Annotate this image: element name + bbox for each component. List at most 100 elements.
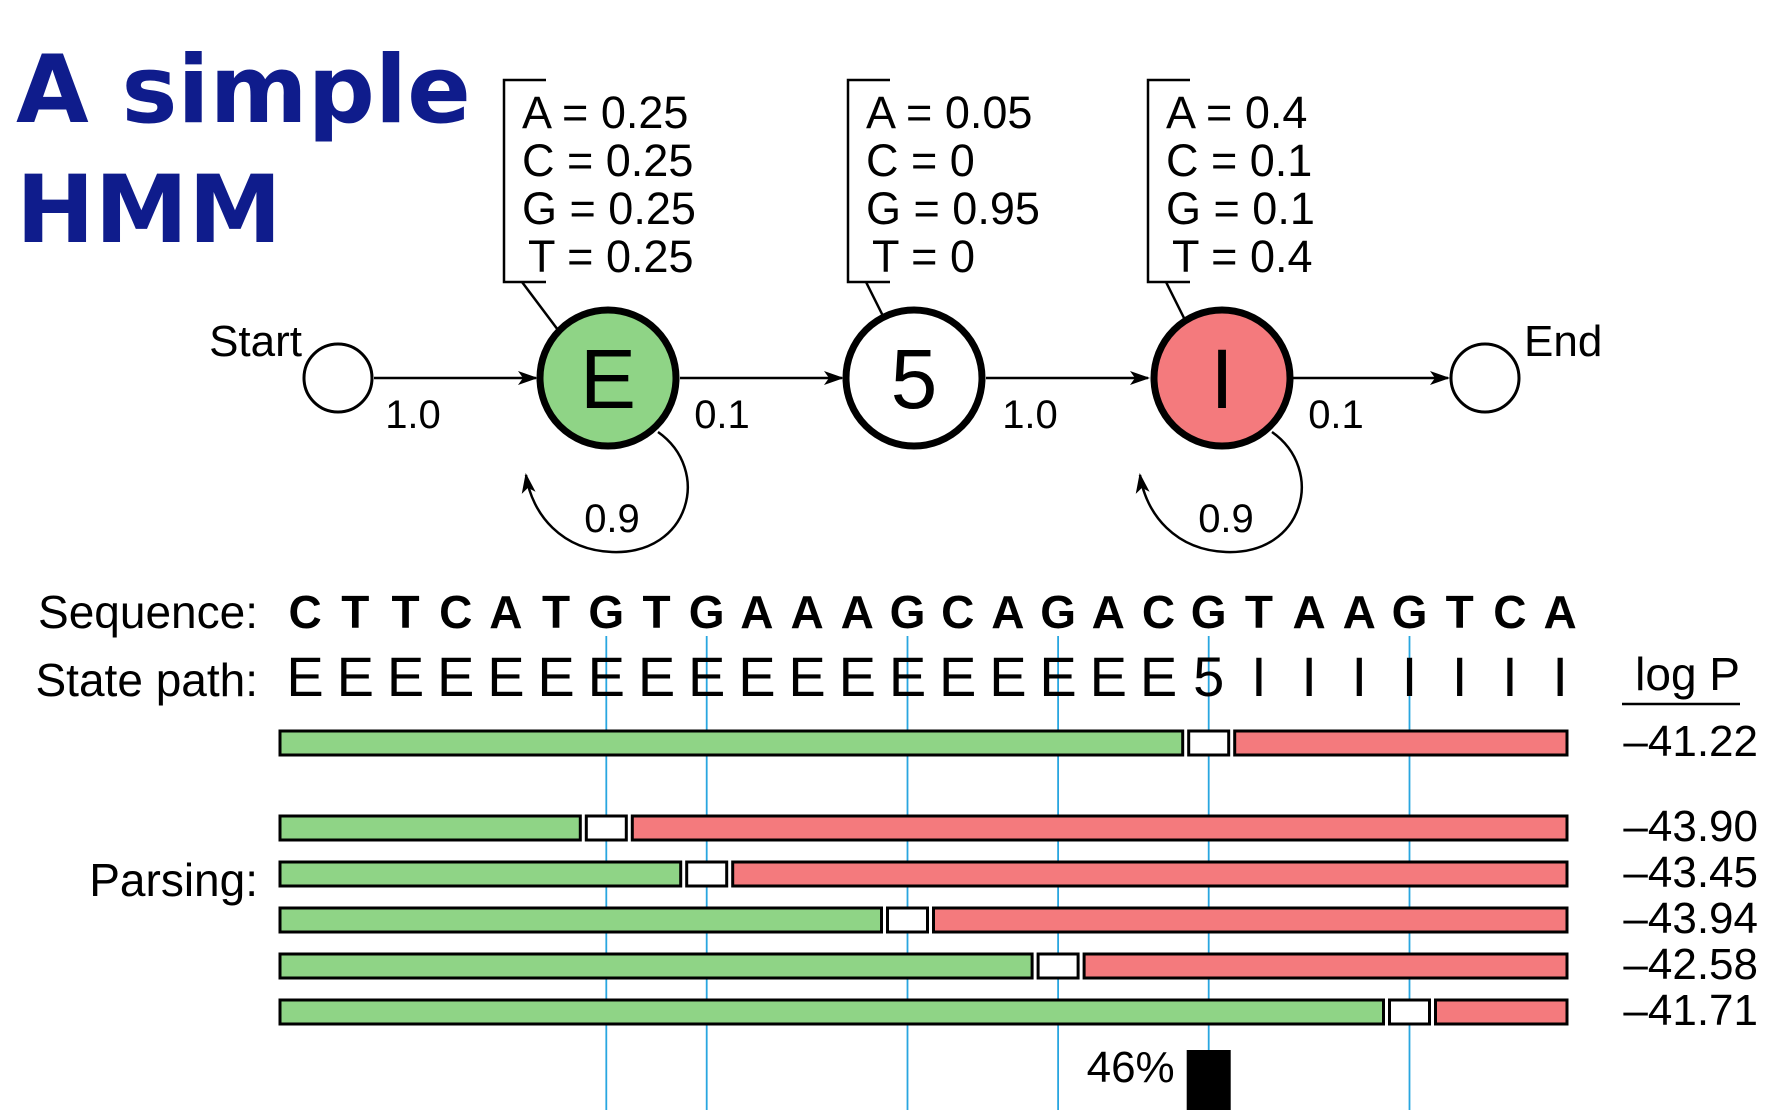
start-label: Start xyxy=(209,317,302,366)
exon-segment xyxy=(278,814,582,842)
sequence-base: G xyxy=(890,586,926,638)
emission-e-c: C = 0.25 xyxy=(522,135,693,186)
sequence-base: T xyxy=(341,586,369,638)
transition-label-start-e: 1.0 xyxy=(385,393,441,437)
state-node-e xyxy=(536,306,680,450)
sequence-base: C xyxy=(439,586,472,638)
sequence-base: C xyxy=(941,586,974,638)
exon-segment xyxy=(278,860,683,888)
splice-site-box xyxy=(1036,952,1080,980)
state-path-symbol: 5 xyxy=(1193,645,1224,708)
end-node xyxy=(1449,342,1521,414)
transition-label-e-5: 0.1 xyxy=(694,393,750,437)
state-path-symbol: E xyxy=(638,645,675,708)
posterior-label: 46% xyxy=(1087,1043,1175,1092)
logp-header-text: log P xyxy=(1635,648,1740,700)
emission-bracket-5 xyxy=(846,78,890,284)
sequence-base: G xyxy=(689,586,725,638)
state-path-symbol: E xyxy=(1039,645,1076,708)
start-node xyxy=(302,342,374,414)
splice-site-box xyxy=(685,860,729,888)
logp-value: –42.58 xyxy=(1623,940,1758,989)
sequence-base: T xyxy=(642,586,670,638)
state-path-symbol: I xyxy=(1452,645,1468,708)
state-path-symbol: E xyxy=(387,645,424,708)
sequence-base: A xyxy=(1292,586,1325,638)
emission-bracket-i xyxy=(1146,78,1190,284)
slide-title-line1: A simple xyxy=(16,36,471,145)
state-path-symbol: I xyxy=(1301,645,1317,708)
state-path-symbol: E xyxy=(688,645,725,708)
sequence-base: T xyxy=(1245,586,1273,638)
state-path-symbol: E xyxy=(989,645,1026,708)
state-path-symbol: I xyxy=(1552,645,1568,708)
state-path-symbol: E xyxy=(1140,645,1177,708)
self-loop-i xyxy=(1135,430,1303,554)
state-path-symbol: I xyxy=(1251,645,1267,708)
exon-segment xyxy=(278,998,1385,1026)
state-path-symbol: E xyxy=(839,645,876,708)
state-path-symbol: E xyxy=(889,645,926,708)
state-path-symbol: I xyxy=(1402,645,1418,708)
intron-segment xyxy=(630,814,1569,842)
emission-e-t: T = 0.25 xyxy=(528,231,694,282)
sequence-base: G xyxy=(1392,586,1428,638)
emission-i-a: A = 0.4 xyxy=(1166,87,1307,138)
intron-segment xyxy=(932,906,1569,934)
state-node-5 xyxy=(842,306,986,450)
logp-value: –43.45 xyxy=(1623,848,1758,897)
state-path-symbol: I xyxy=(1502,645,1518,708)
intron-segment xyxy=(1082,952,1569,980)
exon-segment xyxy=(278,906,883,934)
state-path-symbol: E xyxy=(1090,645,1127,708)
sequence-base: A xyxy=(841,586,874,638)
emission-i-t: T = 0.4 xyxy=(1172,231,1313,282)
emission-i-g: G = 0.1 xyxy=(1166,183,1315,234)
emission-e-g: G = 0.25 xyxy=(522,183,696,234)
sequence-base: A xyxy=(991,586,1024,638)
emission-connector-5 xyxy=(864,281,886,319)
emission-5-a: A = 0.05 xyxy=(866,87,1032,138)
intron-segment xyxy=(1233,729,1569,757)
emission-5-g: G = 0.95 xyxy=(866,183,1040,234)
sequence-base: A xyxy=(1543,586,1576,638)
state-path-label: State path: xyxy=(36,654,259,706)
state-symbol-e: E xyxy=(580,332,636,426)
state-path-symbol: E xyxy=(788,645,825,708)
sequence-base: A xyxy=(790,586,823,638)
state-path-symbol: E xyxy=(487,645,524,708)
state-path-symbol: E xyxy=(286,645,323,708)
exon-segment xyxy=(278,729,1185,757)
sequence-base: G xyxy=(1040,586,1076,638)
self-loop-label-e: 0.9 xyxy=(584,497,640,541)
self-loop-label-i: 0.9 xyxy=(1198,497,1254,541)
sequence-base: A xyxy=(1092,586,1125,638)
state-path-symbol: E xyxy=(588,645,625,708)
sequence-label: Sequence: xyxy=(38,586,258,638)
state-node-i xyxy=(1150,306,1294,450)
splice-site-box xyxy=(1388,998,1431,1026)
sequence-base: G xyxy=(1191,586,1227,638)
logp-header: log P xyxy=(1635,648,1740,700)
state-symbol-i: I xyxy=(1210,332,1233,426)
transition-label-i-end: 0.1 xyxy=(1308,393,1364,437)
posterior-marker: 46% xyxy=(1087,1043,1231,1110)
sequence-base: C xyxy=(1493,586,1526,638)
sequence-base: A xyxy=(489,586,522,638)
emission-connector-i xyxy=(1164,281,1188,323)
emission-connector-e xyxy=(521,281,559,331)
self-loop-e xyxy=(521,430,689,554)
end-label: End xyxy=(1524,317,1602,366)
intron-segment xyxy=(731,860,1569,888)
sequence-base: A xyxy=(740,586,773,638)
intron-segment xyxy=(1434,998,1569,1026)
state-path-symbol: E xyxy=(437,645,474,708)
state-path-symbol: E xyxy=(738,645,775,708)
posterior-bar xyxy=(1186,1050,1231,1110)
sequence-base: C xyxy=(1142,586,1175,638)
sequence-base: T xyxy=(391,586,419,638)
